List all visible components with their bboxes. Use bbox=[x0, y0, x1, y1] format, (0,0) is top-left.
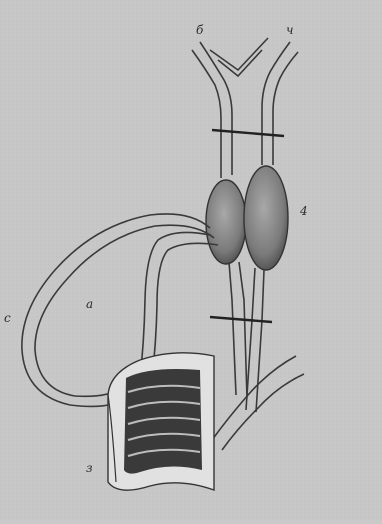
left-gland bbox=[206, 180, 246, 264]
label-far-left: с bbox=[4, 312, 11, 324]
label-middle-left: а bbox=[86, 298, 93, 310]
label-top-right: ч bbox=[286, 24, 293, 36]
right-gland bbox=[244, 166, 288, 270]
label-top-left: б bbox=[196, 24, 203, 36]
label-right-glands: 4 bbox=[300, 205, 308, 217]
label-bottom-left: з bbox=[86, 462, 93, 474]
intestine-segment bbox=[108, 353, 214, 490]
